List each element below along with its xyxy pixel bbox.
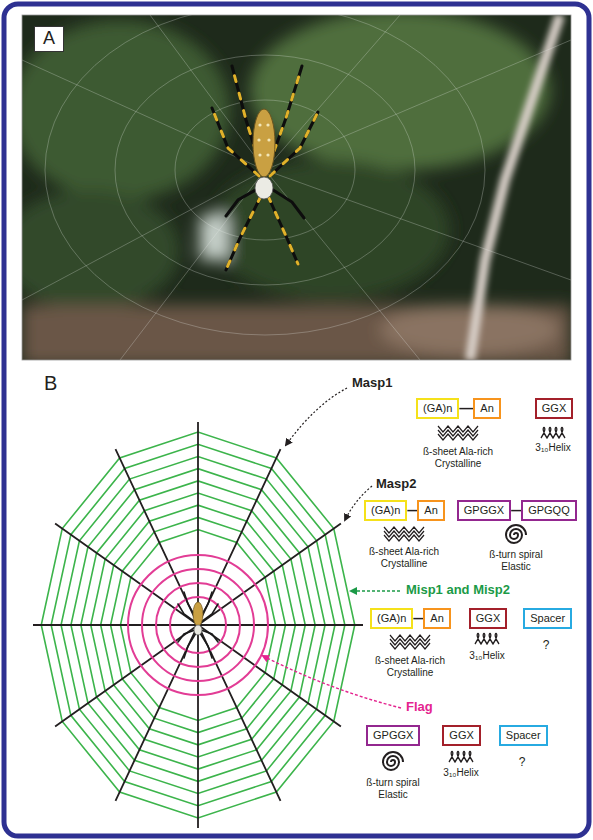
domain-box: (GA)n <box>364 500 407 521</box>
domain-name: An <box>430 612 443 625</box>
domain-box: An <box>473 398 500 419</box>
orb-web <box>33 422 363 828</box>
panel-letter: A <box>43 28 55 50</box>
structure-note: 3₁₀Helix <box>523 442 583 454</box>
spider-photo <box>22 15 571 360</box>
structure-note: ß-sheet Ala-rich Crystalline <box>412 446 504 469</box>
domain-box: Spacer <box>523 608 572 629</box>
domain-box: GGX <box>442 725 480 746</box>
domain-name: An <box>480 402 493 415</box>
figure-frame <box>4 4 589 836</box>
foliage <box>250 15 550 170</box>
domain-name: GPGQQ <box>528 504 570 517</box>
domain-link <box>459 408 473 410</box>
leader-arrow <box>286 388 347 445</box>
protein-name: Misp1 and Misp2 <box>406 583 510 598</box>
domain-box: GPGGX <box>366 725 420 746</box>
structure-note: 3₁₀Helix <box>457 650 517 662</box>
helix-icon <box>475 634 499 645</box>
foliage <box>22 20 230 200</box>
helix-icon <box>541 428 565 439</box>
domain-box: (GA)n <box>370 608 413 629</box>
domain-box: An <box>417 500 444 521</box>
unknown-mark: ? <box>512 756 532 770</box>
structure-note: ß-sheet Ala-rich Crystalline <box>358 546 450 569</box>
web-spider <box>178 592 218 658</box>
helix-icon <box>449 752 473 763</box>
domain-name: (GA)n <box>371 504 400 517</box>
domain-box: GPGQQ <box>521 500 577 521</box>
photo-blur <box>22 15 571 360</box>
beta-sheet-icon <box>390 635 430 649</box>
structure-note: ß-turn spiral Elastic <box>352 777 434 800</box>
panel-label-box: A <box>34 26 64 52</box>
spider-legs <box>212 66 318 270</box>
beta-sheet-icon <box>384 527 424 541</box>
protein-name: Flag <box>406 700 433 715</box>
structure-note: 3₁₀Helix <box>431 767 491 779</box>
protein-name: Masp1 <box>352 376 392 391</box>
domain-name: (GA)n <box>423 402 452 415</box>
spider-cephalothorax <box>255 177 273 199</box>
unknown-mark: ? <box>536 639 556 653</box>
beta-spiral-icon <box>383 752 403 770</box>
domain-name: GGX <box>476 612 500 625</box>
domain-box: GPGGX <box>457 500 511 521</box>
domain-link <box>511 510 521 512</box>
domain-name: GGX <box>542 402 566 415</box>
protein-name: Masp2 <box>376 477 416 492</box>
domain-name: (GA)n <box>377 612 406 625</box>
domain-box: (GA)n <box>416 398 459 419</box>
domain-link <box>407 510 417 512</box>
inner-spiral <box>128 555 268 695</box>
domain-name: An <box>424 504 437 517</box>
panel-letter: B <box>44 372 57 395</box>
domain-name: GPGGX <box>464 504 504 517</box>
domain-name: GGX <box>449 729 473 742</box>
domain-name: Spacer <box>506 729 541 742</box>
domain-box: An <box>423 608 450 629</box>
domain-box: GGX <box>535 398 573 419</box>
photo-web <box>22 15 571 360</box>
domain-name: Spacer <box>530 612 565 625</box>
domain-box: GGX <box>469 608 507 629</box>
domain-link <box>413 618 423 620</box>
ground <box>22 305 571 360</box>
foliage <box>22 190 180 310</box>
abdomen-spots <box>257 123 270 156</box>
leader-arrow <box>351 590 400 591</box>
spider-abdomen <box>253 109 275 177</box>
photo-border <box>22 15 571 360</box>
structure-note: ß-sheet Ala-rich Crystalline <box>366 655 454 678</box>
domain-name: GPGGX <box>373 729 413 742</box>
domain-box: Spacer <box>499 725 548 746</box>
radial-threads <box>33 422 363 828</box>
structure-note: ß-turn spiral Elastic <box>475 549 557 572</box>
beta-spiral-icon <box>506 525 526 543</box>
beta-sheet-icon <box>438 426 478 440</box>
